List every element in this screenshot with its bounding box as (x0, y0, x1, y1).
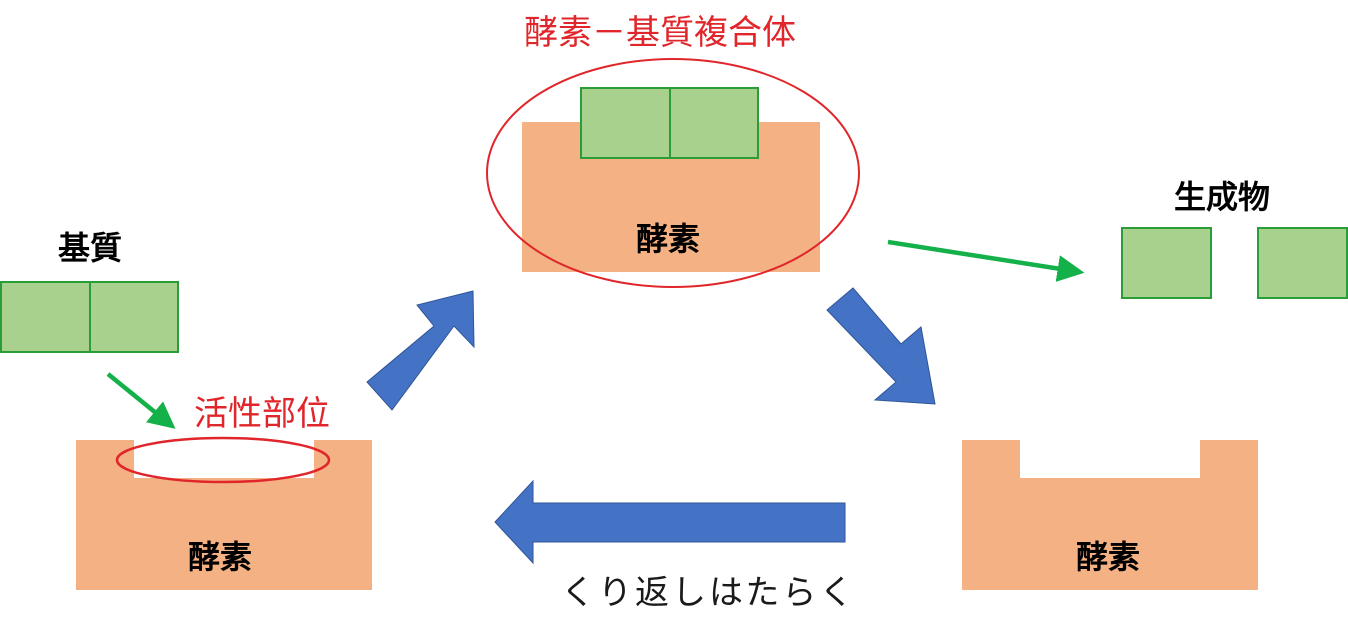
product-label: 生成物 (1174, 178, 1271, 216)
complex-highlight (486, 58, 860, 288)
product-pointer-arrow (887, 239, 1085, 282)
bound-substrate-block (580, 87, 759, 159)
substrate-block (0, 281, 179, 353)
repeat-label: くり返しはたらく (561, 573, 857, 613)
substrate-label: 基質 (58, 229, 123, 267)
enzyme-left-label: 酵素 (188, 538, 253, 576)
enzyme-center-label: 酵素 (636, 220, 701, 258)
active-site-label: 活性部位 (194, 394, 330, 434)
product-block-2 (1257, 227, 1348, 299)
enzyme-left-shape (76, 440, 372, 590)
cycle-arrow-left (494, 479, 846, 565)
cycle-arrow-down (826, 287, 936, 405)
active-site-highlight (115, 436, 331, 484)
enzyme-right-shape (962, 440, 1258, 590)
product-block-1 (1121, 227, 1212, 299)
complex-label: 酵素－基質複合体 (524, 13, 796, 53)
substrate-pointer-arrow (106, 372, 176, 429)
enzyme-right-label: 酵素 (1076, 538, 1141, 576)
cycle-arrow-up (366, 290, 475, 411)
